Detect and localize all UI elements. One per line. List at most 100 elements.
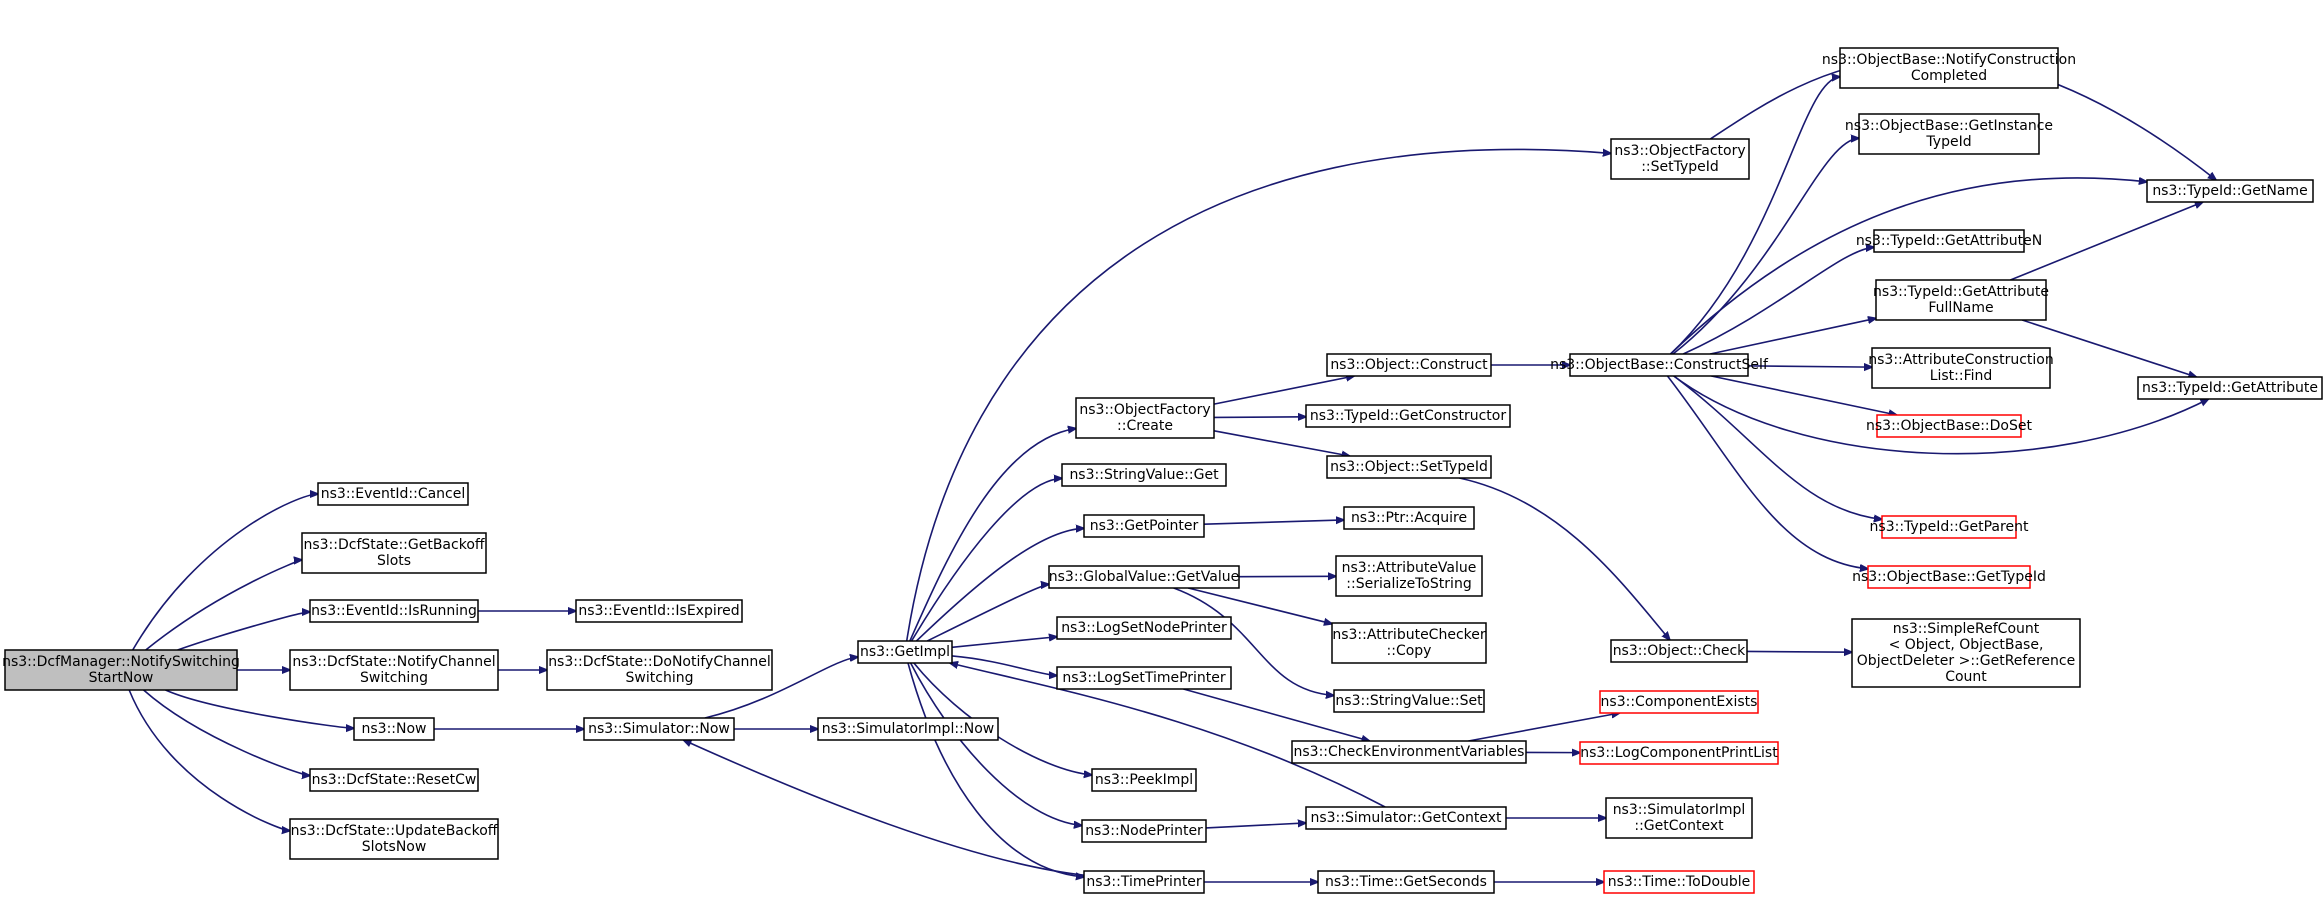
node-gvgetvalue[interactable]: ns3::GlobalValue::GetValue [1048,565,1240,589]
node-nodeprinter[interactable]: ns3::NodePrinter [1081,819,1207,843]
node-box[interactable] [1075,397,1215,439]
node-ofsettypeid[interactable]: ns3::ObjectFactory::SetTypeId [1610,138,1750,180]
node-box[interactable] [1317,870,1495,894]
node-box[interactable] [1876,414,2022,438]
node-box[interactable] [1605,797,1753,839]
node-box[interactable] [1083,870,1205,894]
node-box[interactable] [546,649,773,691]
node-box[interactable] [1603,870,1755,894]
node-box[interactable] [1333,689,1485,713]
node-getattributen[interactable]: ns3::TypeId::GetAttributeN [1856,229,2042,253]
node-simimplgetcontext[interactable]: ns3::SimulatorImpl::GetContext [1605,797,1753,839]
node-box[interactable] [1083,514,1205,538]
node-box[interactable] [1331,622,1487,664]
node-box[interactable] [1048,565,1240,589]
node-objconstruct[interactable]: ns3::Object::Construct [1326,353,1492,377]
node-box[interactable] [1873,229,2025,253]
node-box[interactable] [1851,618,2081,688]
node-doset[interactable]: ns3::ObjectBase::DoSet [1866,414,2032,438]
node-lognodeprinter[interactable]: ns3::LogSetNodePrinter [1056,616,1232,640]
node-box[interactable] [1081,819,1207,843]
node-timegetseconds[interactable]: ns3::Time::GetSeconds [1317,870,1495,894]
node-box[interactable] [1839,47,2059,89]
node-box[interactable] [575,599,743,623]
node-typeidgetattr[interactable]: ns3::TypeId::GetAttribute [2137,376,2323,400]
node-box[interactable] [301,532,487,574]
node-todouble[interactable]: ns3::Time::ToDouble [1603,870,1755,894]
node-logtimeprinter[interactable]: ns3::LogSetTimePrinter [1056,666,1232,690]
node-box[interactable] [583,717,735,741]
node-box[interactable] [309,599,479,623]
node-box[interactable] [1881,515,2017,539]
node-simgetcontext[interactable]: ns3::Simulator::GetContext [1305,806,1507,830]
node-box[interactable] [1599,690,1759,714]
node-peekimpl[interactable]: ns3::PeekImpl [1091,768,1197,792]
node-timeprinter[interactable]: ns3::TimePrinter [1083,870,1205,894]
node-box[interactable] [1871,347,2051,389]
node-typeidgetname[interactable]: ns3::TypeId::GetName [2146,179,2314,203]
node-box[interactable] [1305,806,1507,830]
node-box[interactable] [1579,741,1779,765]
node-box[interactable] [289,649,499,691]
node-stringget[interactable]: ns3::StringValue::Get [1061,463,1227,487]
node-getconstructor[interactable]: ns3::TypeId::GetConstructor [1305,404,1511,428]
node-objcheck[interactable]: ns3::Object::Check [1610,639,1748,663]
node-box[interactable] [1326,455,1492,479]
node-box[interactable] [1858,113,2040,155]
node-box[interactable] [4,649,238,691]
node-isexpired[interactable]: ns3::EventId::IsExpired [575,599,743,623]
node-box[interactable] [353,717,435,741]
node-box[interactable] [1056,616,1232,640]
node-box[interactable] [1875,279,2047,321]
node-box[interactable] [1867,565,2031,589]
node-checkenv[interactable]: ns3::CheckEnvironmentVariables [1291,740,1527,764]
node-box[interactable] [2137,376,2323,400]
node-simnow[interactable]: ns3::Simulator::Now [583,717,735,741]
node-box[interactable] [817,717,999,741]
node-box[interactable] [1610,138,1750,180]
node-notifyconstruct[interactable]: ns3::ObjectBase::NotifyConstructionCompl… [1822,47,2076,89]
node-ofcreate[interactable]: ns3::ObjectFactory::Create [1075,397,1215,439]
node-simimplnow[interactable]: ns3::SimulatorImpl::Now [817,717,999,741]
node-box[interactable] [1091,768,1197,792]
node-avserialize[interactable]: ns3::AttributeValue::SerializeToString [1335,555,1483,597]
node-box[interactable] [1326,353,1492,377]
node-obgettypeid[interactable]: ns3::ObjectBase::GetTypeId [1852,565,2046,589]
node-now[interactable]: ns3::Now [353,717,435,741]
node-ptracquire[interactable]: ns3::Ptr::Acquire [1343,506,1475,530]
node-box[interactable] [289,818,499,860]
node-box[interactable] [1343,506,1475,530]
node-box[interactable] [857,640,953,664]
node-box[interactable] [1610,639,1748,663]
node-logcompprint[interactable]: ns3::LogComponentPrintList [1579,741,1779,765]
node-getparent[interactable]: ns3::TypeId::GetParent [1870,515,2029,539]
node-compexists[interactable]: ns3::ComponentExists [1599,690,1759,714]
node-box[interactable] [1056,666,1232,690]
node-stringset[interactable]: ns3::StringValue::Set [1333,689,1485,713]
node-simplerefcount[interactable]: ns3::SimpleRefCount< Object, ObjectBase,… [1851,618,2081,688]
node-box[interactable] [1335,555,1483,597]
node-box[interactable] [317,482,469,506]
node-cancel[interactable]: ns3::EventId::Cancel [317,482,469,506]
node-box[interactable] [2146,179,2314,203]
node-objsettypeid[interactable]: ns3::Object::SetTypeId [1326,455,1492,479]
node-box[interactable] [1569,353,1749,377]
node-box[interactable] [309,768,479,792]
node-box[interactable] [1061,463,1227,487]
node-resetcw[interactable]: ns3::DcfState::ResetCw [309,768,479,792]
node-accopy[interactable]: ns3::AttributeChecker::Copy [1331,622,1487,664]
node-isrunning[interactable]: ns3::EventId::IsRunning [309,599,479,623]
node-getpointer[interactable]: ns3::GetPointer [1083,514,1205,538]
node-box[interactable] [1291,740,1527,764]
node-getimpl[interactable]: ns3::GetImpl [857,640,953,664]
node-constructself[interactable]: ns3::ObjectBase::ConstructSelf [1550,353,1769,377]
node-box[interactable] [1305,404,1511,428]
